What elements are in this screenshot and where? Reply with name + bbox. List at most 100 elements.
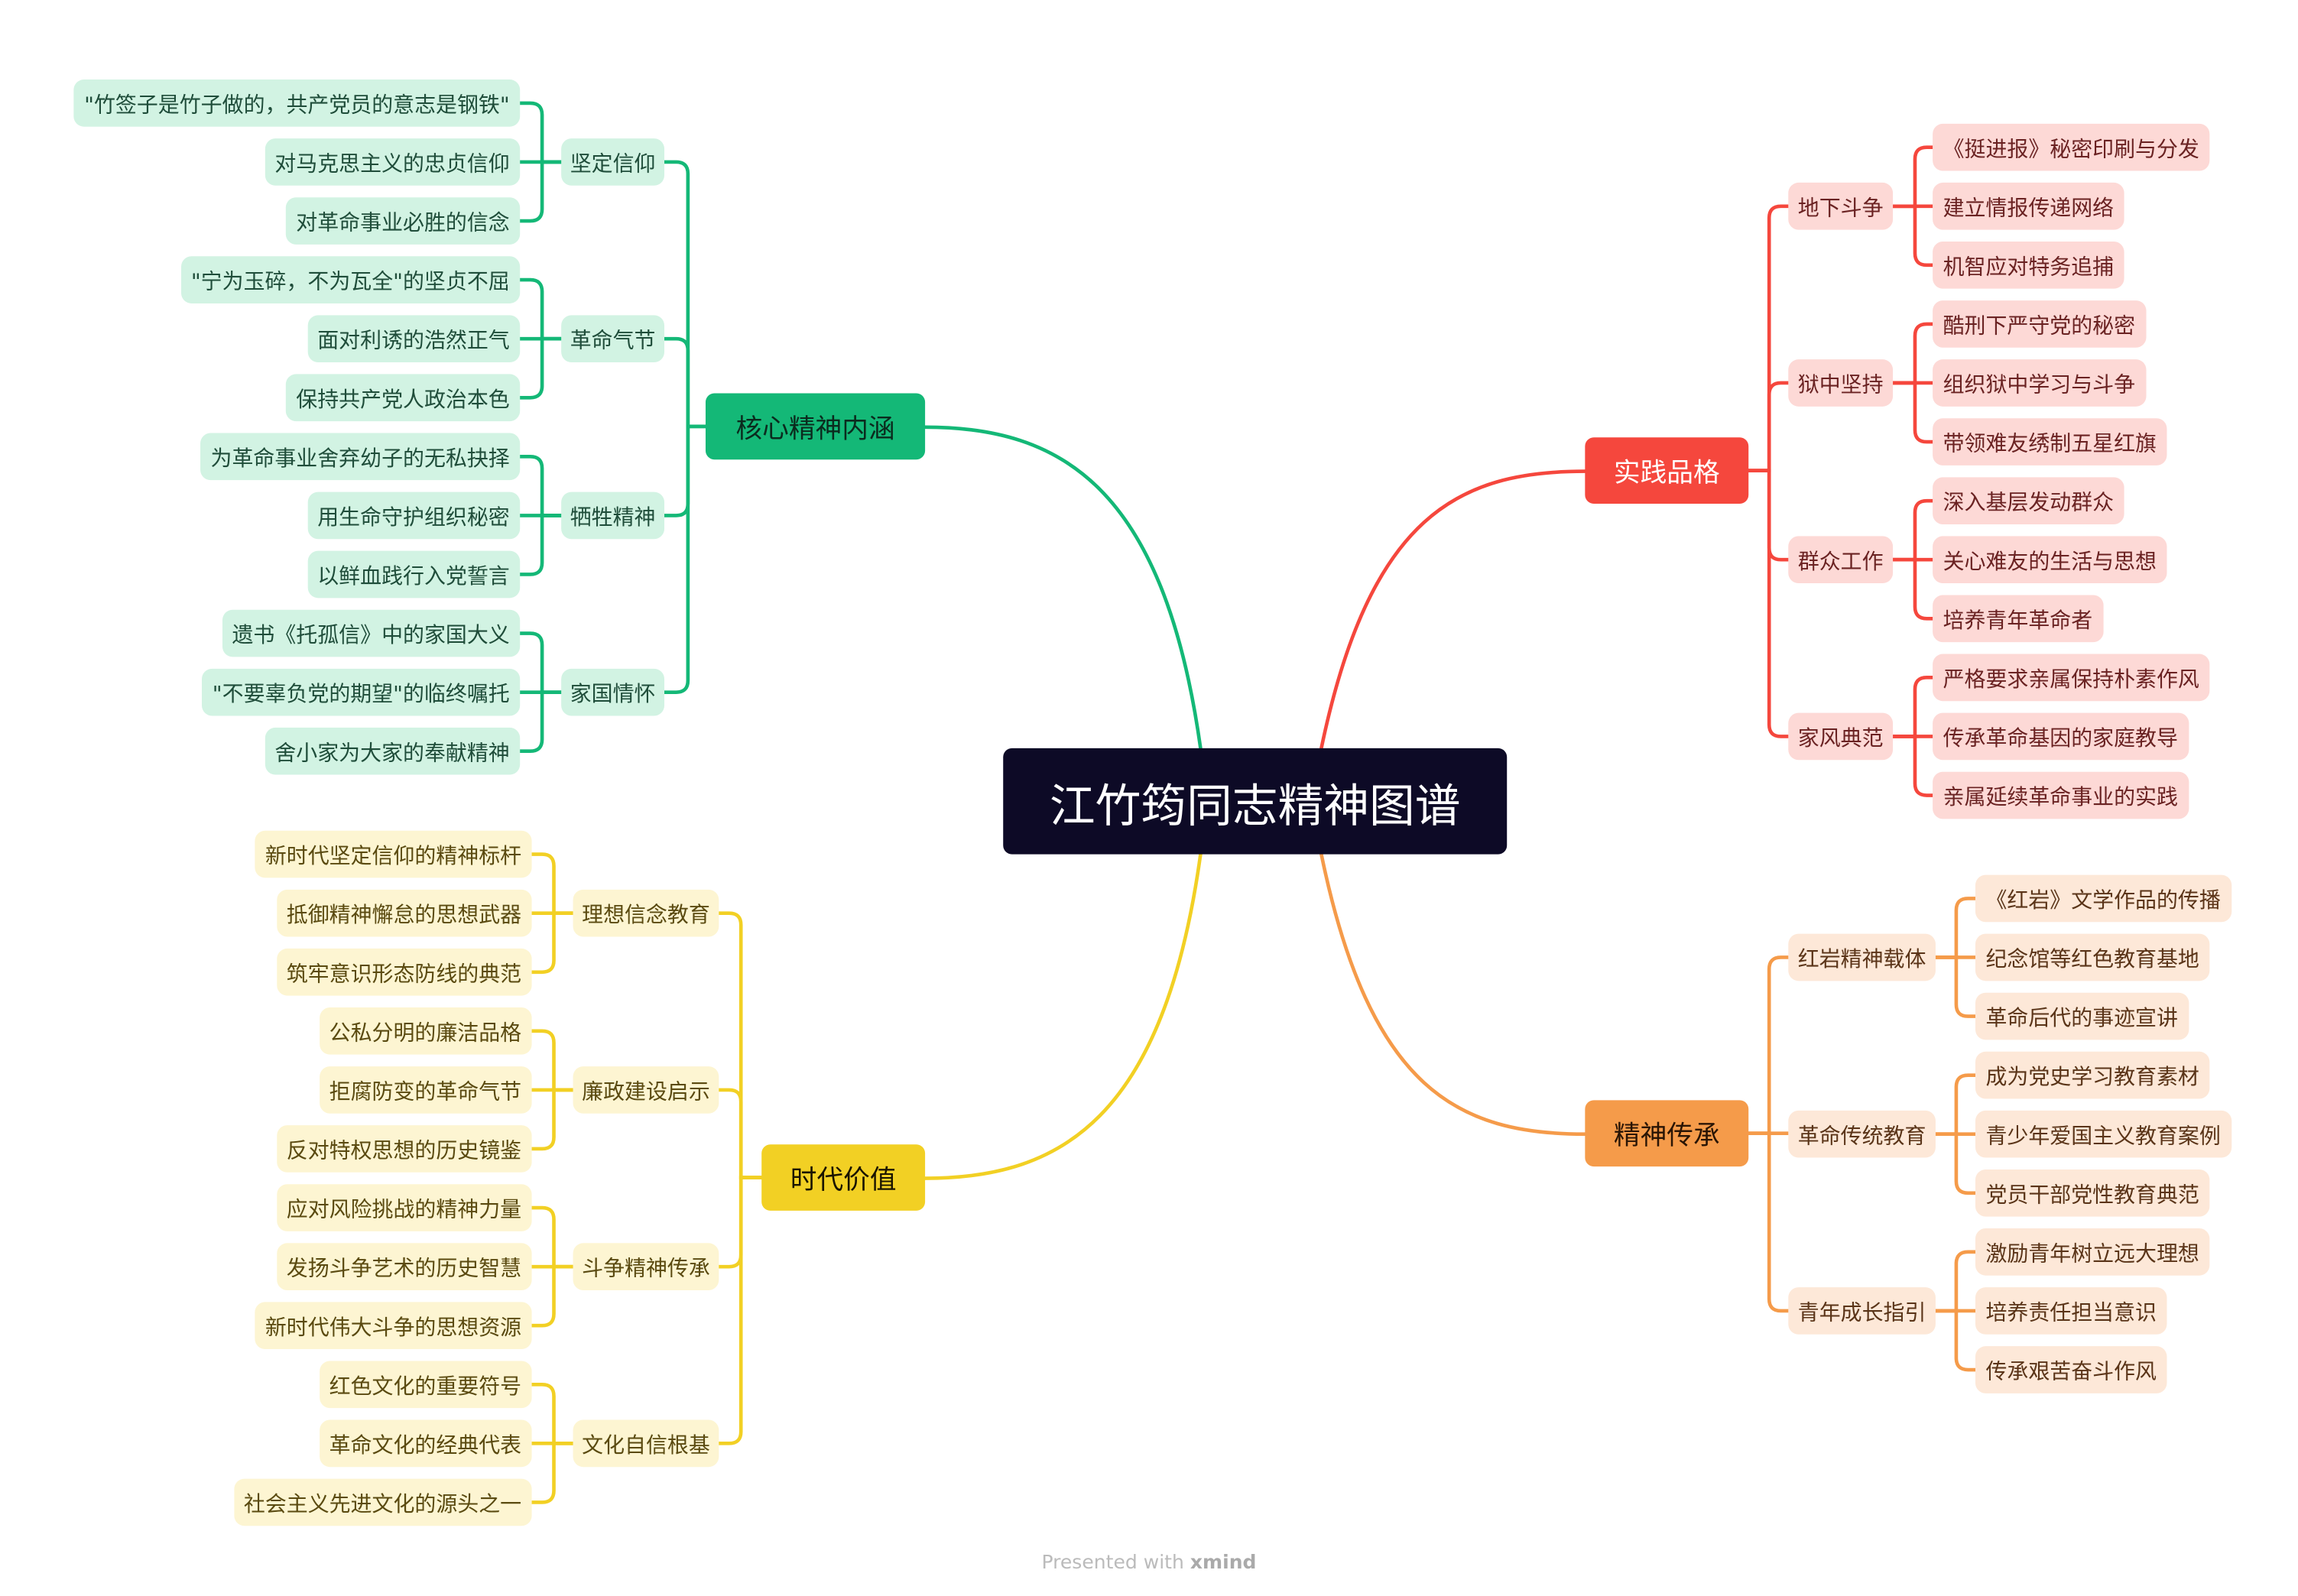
leaf-topic[interactable]: 社会主义先进文化的源头之一: [233, 1478, 532, 1526]
leaf-topic[interactable]: 发扬斗争艺术的历史智慧: [276, 1243, 532, 1290]
leaf-topic[interactable]: 带领难友绣制五星红旗: [1933, 418, 2167, 466]
leaf-topic[interactable]: 传承艰苦奋斗作风: [1975, 1346, 2167, 1393]
sub-connector: [1746, 955, 1790, 1136]
subtopic[interactable]: 家国情怀: [561, 668, 665, 716]
leaf-connector: [518, 336, 563, 400]
leaf-topic[interactable]: 抵御精神懈怠的思想武器: [276, 889, 532, 937]
leaf-connector: [518, 160, 563, 223]
leaf-connector: [518, 690, 563, 754]
leaf-topic[interactable]: 纪念馆等红色教育基地: [1975, 933, 2210, 981]
leaf-topic[interactable]: 深入基层发动群众: [1933, 477, 2124, 524]
branch-connector: [923, 852, 1203, 1180]
subtopic[interactable]: 文化自信根基: [573, 1419, 719, 1468]
leaf-topic[interactable]: "不要辜负党的期望"的临终嘱托: [202, 668, 521, 716]
footer-brand: xmind: [1190, 1552, 1257, 1575]
leaf-connector: [1933, 1073, 1978, 1137]
leaf-topic[interactable]: 新时代伟大斗争的思想资源: [255, 1302, 532, 1350]
subtopic[interactable]: 廉政建设启示: [573, 1066, 719, 1114]
leaf-topic[interactable]: 《红岩》文学作品的传播: [1975, 874, 2231, 923]
leaf-connector: [518, 455, 563, 517]
leaf-topic[interactable]: 保持共产党人政治本色: [285, 374, 521, 422]
leaf-topic[interactable]: 机智应对特务追捕: [1933, 242, 2124, 289]
subtopic[interactable]: 斗争精神传承: [573, 1243, 719, 1290]
leaf-connector: [1891, 498, 1935, 562]
leaf-topic[interactable]: 亲属延续革命事业的实践: [1933, 771, 2189, 819]
leaf-connector: [1933, 1132, 1978, 1195]
leaf-topic[interactable]: 严格要求亲属保持朴素作风: [1933, 654, 2210, 702]
sub-connector: [717, 911, 764, 1179]
leaf-topic[interactable]: 公私分明的廉洁品格: [319, 1007, 532, 1055]
leaf-connector: [530, 1382, 575, 1445]
leaf-topic[interactable]: 革命文化的经典代表: [319, 1419, 532, 1468]
subtopic[interactable]: 牺牲精神: [561, 491, 665, 540]
subtopic[interactable]: 坚定信仰: [561, 138, 665, 186]
leaf-connector: [1891, 145, 1935, 209]
main-topic[interactable]: 核心精神内涵: [705, 393, 926, 460]
main-topic[interactable]: 精神传承: [1585, 1100, 1749, 1167]
subtopic[interactable]: 狱中坚持: [1788, 359, 1894, 407]
sub-connector: [717, 1176, 764, 1445]
leaf-topic[interactable]: 应对风险挑战的精神力量: [276, 1184, 532, 1231]
leaf-topic[interactable]: 面对利诱的浩然正气: [307, 315, 521, 363]
leaf-topic[interactable]: 组织狱中学习与斗争: [1933, 359, 2146, 407]
leaf-connector: [1891, 676, 1935, 738]
subtopic[interactable]: 革命气节: [561, 315, 665, 363]
leaf-topic[interactable]: 建立情报传递网络: [1933, 182, 2124, 230]
leaf-topic[interactable]: 以鲜血践行入党誓言: [307, 550, 521, 598]
leaf-topic[interactable]: 激励青年树立远大理想: [1975, 1228, 2210, 1276]
leaf-topic[interactable]: "竹签子是竹子做的，共产党员的意志是钢铁": [73, 79, 521, 127]
leaf-connector: [518, 277, 563, 341]
leaf-connector: [1933, 1250, 1978, 1313]
leaf-topic[interactable]: 拒腐防变的革命气节: [319, 1066, 532, 1114]
leaf-connector: [1891, 735, 1935, 797]
subtopic[interactable]: 红岩精神载体: [1788, 933, 1936, 981]
leaf-topic[interactable]: 青少年爱国主义教育案例: [1975, 1110, 2231, 1158]
leaf-topic[interactable]: 对马克思主义的忠贞信仰: [264, 138, 521, 186]
leaf-topic[interactable]: 为革命事业舍弃幼子的无私抉择: [200, 433, 521, 481]
leaf-topic[interactable]: "宁为玉碎，不为瓦全"的坚贞不屈: [180, 256, 521, 303]
leaf-topic[interactable]: 遗书《托孤信》中的家国大义: [221, 609, 521, 657]
subtopic[interactable]: 家风典范: [1788, 712, 1894, 761]
main-topic[interactable]: 实践品格: [1585, 437, 1749, 504]
leaf-topic[interactable]: 红色文化的重要符号: [319, 1361, 532, 1409]
leaf-topic[interactable]: 培养责任担当意识: [1975, 1287, 2167, 1335]
subtopic[interactable]: 群众工作: [1788, 536, 1894, 584]
leaf-topic[interactable]: 党员干部党性教育典范: [1975, 1169, 2210, 1217]
sub-connector: [1746, 381, 1790, 472]
leaf-topic[interactable]: 筑牢意识形态防线的典范: [276, 948, 532, 996]
leaf-topic[interactable]: 传承革命基因的家庭教导: [1933, 712, 2189, 761]
leaf-topic[interactable]: 用生命守护组织秘密: [307, 491, 521, 540]
leaf-connector: [1891, 204, 1935, 268]
central-topic[interactable]: 江竹筠同志精神图谱: [1003, 748, 1508, 855]
sub-connector: [662, 160, 708, 429]
leaf-topic[interactable]: 培养青年革命者: [1933, 595, 2103, 643]
leaf-topic[interactable]: 关心难友的生活与思想: [1933, 536, 2167, 584]
leaf-connector: [530, 1029, 575, 1092]
leaf-topic[interactable]: 成为党史学习教育素材: [1975, 1051, 2210, 1099]
footer-credit: Presented with xmind: [0, 1552, 2298, 1575]
subtopic[interactable]: 青年成长指引: [1788, 1287, 1936, 1335]
subtopic[interactable]: 地下斗争: [1788, 182, 1894, 230]
sub-connector: [717, 1088, 764, 1179]
leaf-topic[interactable]: 《挺进报》秘密印刷与分发: [1933, 123, 2210, 171]
branch-connector: [923, 425, 1203, 751]
subtopic[interactable]: 理想信念教育: [573, 889, 719, 937]
leaf-connector: [530, 1205, 575, 1269]
branch-connector: [1319, 469, 1587, 751]
leaf-topic[interactable]: 新时代坚定信仰的精神标杆: [255, 830, 532, 878]
leaf-topic[interactable]: 对革命事业必胜的信念: [285, 197, 521, 245]
leaf-connector: [518, 101, 563, 164]
leaf-connector: [1933, 897, 1978, 959]
main-topic[interactable]: 时代价值: [761, 1144, 926, 1211]
leaf-topic[interactable]: 革命后代的事迹宣讲: [1975, 992, 2189, 1040]
leaf-connector: [530, 852, 575, 915]
leaf-topic[interactable]: 反对特权思想的历史镜鉴: [276, 1125, 532, 1173]
leaf-topic[interactable]: 酷刑下严守党的秘密: [1933, 300, 2146, 348]
branch-connector: [1319, 852, 1587, 1137]
subtopic[interactable]: 革命传统教育: [1788, 1110, 1936, 1158]
leaf-topic[interactable]: 舍小家为大家的奉献精神: [264, 727, 521, 775]
sub-connector: [662, 424, 708, 694]
sub-connector: [1746, 1131, 1790, 1313]
